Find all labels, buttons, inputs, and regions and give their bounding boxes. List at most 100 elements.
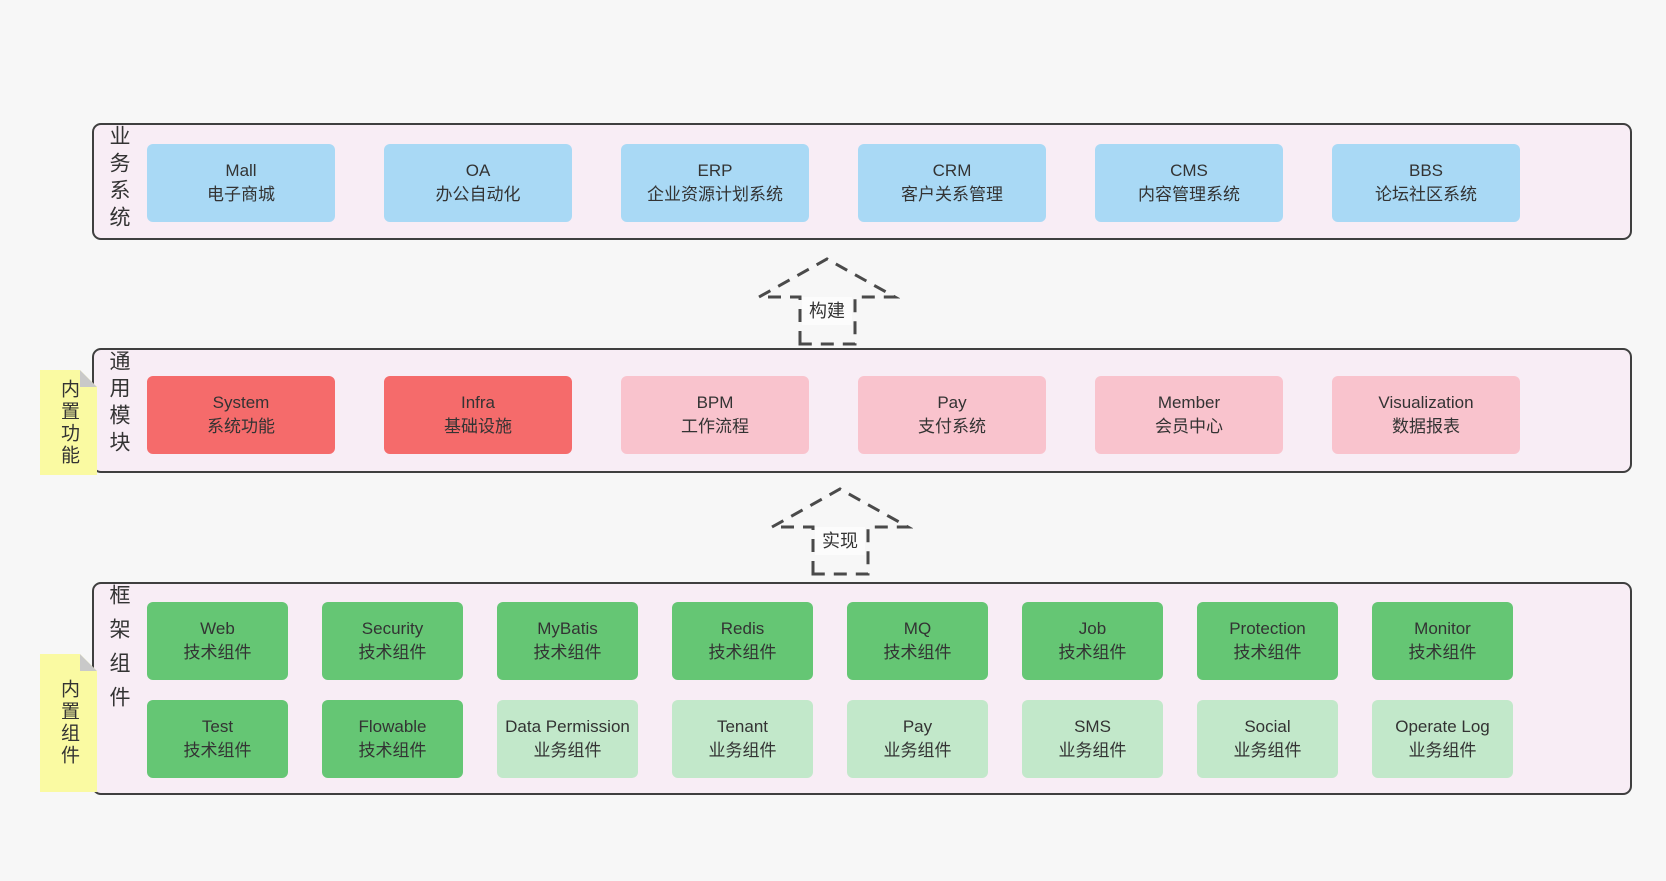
node-title: ERP (697, 161, 733, 180)
arrow-label-bg (802, 297, 852, 325)
node-subtitle: 技术组件 (1408, 643, 1477, 662)
node-bpm: BPM 工作流程 (621, 376, 809, 454)
node-redis: Redis 技术组件 (672, 602, 813, 680)
node-title: CMS (1170, 161, 1208, 180)
node-pay: Pay 业务组件 (847, 700, 988, 778)
node-subtitle: 办公自动化 (435, 185, 521, 204)
node-subtitle: 支付系统 (918, 417, 986, 436)
node-subtitle: 企业资源计划系统 (647, 185, 783, 204)
node-visualization: Visualization 数据报表 (1332, 376, 1520, 454)
node-subtitle: 业务组件 (708, 741, 777, 760)
node-subtitle: 业务组件 (533, 741, 602, 760)
framework-components-label: 框架组件 (107, 584, 130, 720)
node-title: Operate Log (1395, 717, 1490, 736)
arrow-implement-label: 实现 (822, 531, 858, 551)
node-title: Test (201, 717, 234, 736)
sticky-tag-text: 内置功能 (58, 378, 79, 467)
node-web: Web 技术组件 (147, 602, 288, 680)
node-subtitle: 技术组件 (1058, 643, 1127, 662)
node-protection: Protection 技术组件 (1197, 602, 1338, 680)
node-subtitle: 客户关系管理 (901, 185, 1003, 204)
node-subtitle: 技术组件 (358, 741, 427, 760)
node-subtitle: 技术组件 (1233, 643, 1302, 662)
common-modules-label: 通用模块 (107, 350, 130, 458)
node-subtitle: 技术组件 (183, 643, 252, 662)
node-title: Pay (902, 717, 933, 736)
node-title: Visualization (1378, 393, 1474, 412)
node-subtitle: 会员中心 (1155, 417, 1223, 436)
node-title: Redis (720, 619, 765, 638)
node-subtitle: 业务组件 (883, 741, 952, 760)
node-title: SMS (1074, 717, 1111, 736)
node-title: Social (1244, 717, 1291, 736)
node-title: CRM (932, 161, 972, 180)
node-subtitle: 系统功能 (207, 417, 275, 436)
node-subtitle: 技术组件 (358, 643, 427, 662)
node-title: Pay (937, 393, 967, 412)
arrow-label-bg (815, 527, 865, 555)
up-arrow-icon (755, 257, 900, 346)
node-title: OA (465, 161, 491, 180)
node-title: Infra (460, 393, 496, 412)
node-subtitle: 业务组件 (1058, 741, 1127, 760)
node-member: Member 会员中心 (1095, 376, 1283, 454)
node-tenant: Tenant 业务组件 (672, 700, 813, 778)
node-subtitle: 数据报表 (1392, 417, 1460, 436)
sticky-tag-builtin-features: 内置功能 (40, 370, 97, 475)
node-subtitle: 技术组件 (183, 741, 252, 760)
node-operate-log: Operate Log 业务组件 (1372, 700, 1513, 778)
node-sms: SMS 业务组件 (1022, 700, 1163, 778)
node-title: BBS (1408, 161, 1444, 180)
node-monitor: Monitor 技术组件 (1372, 602, 1513, 680)
node-mybatis: MyBatis 技术组件 (497, 602, 638, 680)
node-oa: OA 办公自动化 (384, 144, 572, 222)
node-social: Social 业务组件 (1197, 700, 1338, 778)
node-title: BPM (696, 393, 734, 412)
arrow-build: 构建 (755, 257, 900, 346)
node-subtitle: 业务组件 (1233, 741, 1302, 760)
node-title: MyBatis (537, 619, 598, 638)
node-subtitle: 电子商城 (207, 185, 275, 204)
business-systems-label: 业务系统 (107, 125, 130, 233)
node-bbs: BBS 论坛社区系统 (1332, 144, 1520, 222)
node-title: MQ (903, 619, 932, 638)
node-subtitle: 技术组件 (533, 643, 602, 662)
node-title: System (212, 393, 270, 412)
node-title: Tenant (716, 717, 769, 736)
node-title: Monitor (1414, 619, 1471, 638)
node-crm: CRM 客户关系管理 (858, 144, 1046, 222)
up-arrow-icon (768, 487, 913, 576)
node-title: Member (1157, 393, 1221, 412)
node-subtitle: 业务组件 (1408, 741, 1477, 760)
arrow-build-label: 构建 (809, 301, 845, 321)
node-title: Web (200, 619, 235, 638)
node-system: System 系统功能 (147, 376, 335, 454)
node-subtitle: 技术组件 (708, 643, 777, 662)
sticky-tag-text: 内置组件 (58, 679, 79, 767)
node-subtitle: 论坛社区系统 (1375, 185, 1477, 204)
node-title: Protection (1229, 619, 1306, 638)
node-subtitle: 工作流程 (681, 417, 749, 436)
node-data-permission: Data Permission 业务组件 (497, 700, 638, 778)
node-erp: ERP 企业资源计划系统 (621, 144, 809, 222)
node-title: Data Permission (505, 717, 630, 736)
node-test: Test 技术组件 (147, 700, 288, 778)
node-title: Security (361, 619, 424, 638)
node-pay: Pay 支付系统 (858, 376, 1046, 454)
node-security: Security 技术组件 (322, 602, 463, 680)
